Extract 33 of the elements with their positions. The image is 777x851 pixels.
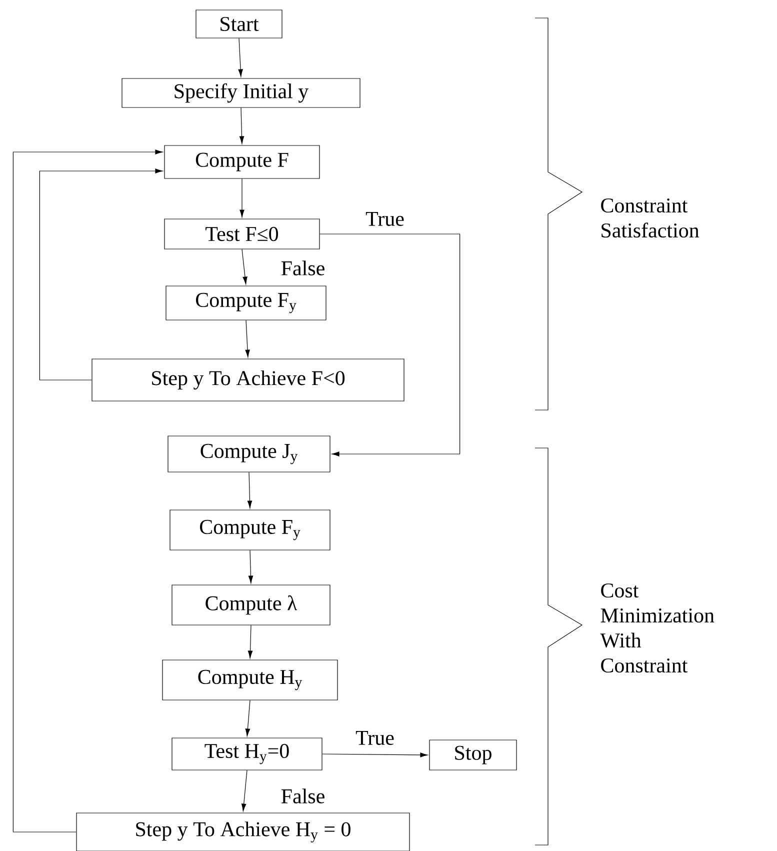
- arrow: [320, 234, 460, 456]
- process-box: Test H$_{y}$=0: [172, 738, 322, 770]
- process-box: Compute F$_{y}$: [170, 510, 330, 550]
- arrow: [239, 108, 244, 144]
- arrow: [238, 38, 243, 77]
- arrow: [12, 150, 163, 832]
- edge-label: True: [354, 730, 396, 746]
- arrow: [242, 249, 248, 284]
- edge-label: False: [280, 788, 326, 804]
- process-box: Stop: [429, 740, 517, 770]
- process-box: Compute J$_{y}$: [168, 436, 330, 472]
- arrow: [322, 752, 428, 758]
- process-box: Compute F: [164, 145, 320, 179]
- edge-label: True: [364, 211, 406, 227]
- process-box: Step y To Achieve H$_{y}$ = 0: [76, 812, 410, 851]
- process-box: Compute H$_{y}$: [162, 660, 338, 700]
- process-box: Specify Initial y: [122, 78, 360, 108]
- process-box: Test F≤0: [164, 218, 320, 250]
- process-box: Start: [196, 10, 282, 38]
- arrow: [247, 472, 252, 508]
- arrow: [245, 700, 250, 736]
- bracket-label: Constraint Satisfaction: [601, 198, 700, 238]
- arrow: [240, 178, 244, 218]
- arrow: [241, 770, 248, 812]
- edge-label: False: [280, 260, 326, 276]
- process-box: Step y To Achieve F<0: [92, 358, 404, 402]
- arrow: [248, 550, 254, 584]
- arrow: [245, 320, 250, 358]
- process-box: Compute F$_{y}$: [166, 286, 326, 320]
- arrow: [39, 168, 163, 380]
- process-box: Compute λ: [172, 584, 330, 626]
- bracket-label: Cost Minimization With Constraint: [600, 583, 714, 673]
- arrow: [248, 625, 253, 658]
